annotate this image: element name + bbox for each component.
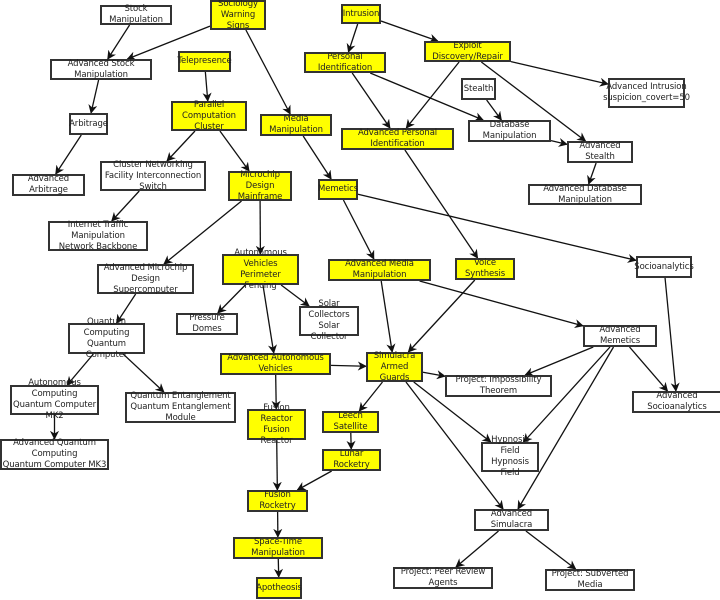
edge-adv-media-to-simulacra (380, 280, 396, 353)
edge-adv-media-to-adv-memetics (419, 280, 584, 329)
edge-personal-id-to-adv-personal-id (351, 72, 391, 129)
edge-adv-personal-id-to-voice-synth (404, 149, 479, 259)
edge-adv-stealth-to-adv-db-manip (587, 162, 597, 185)
tech-node-adv-intrusion[interactable]: Advanced Intrusion suspicion_covert=50 (603, 78, 690, 108)
tech-node-intrusion[interactable]: Intrusion (341, 4, 381, 24)
tech-node-microchip[interactable]: Microchip Design Mainframe (228, 170, 292, 202)
tech-node-apotheosis[interactable]: Apotheosis (256, 577, 302, 599)
tech-node-memetics[interactable]: Memetics (318, 179, 358, 200)
edge-cluster-net-to-internet-traffic (111, 190, 140, 222)
edge-simulacra-to-adv-simulacra (405, 381, 504, 510)
tech-node-adv-stealth[interactable]: Advanced Stealth (567, 141, 633, 163)
tech-node-subverted-media[interactable]: Project: Subverted Media (545, 569, 635, 591)
edge-quantum-to-auto-computing (66, 353, 94, 386)
edge-memetics-to-socioanalytics (357, 193, 637, 263)
edge-socioanalytics-to-adv-socioanalytics (664, 277, 680, 392)
tech-node-adv-socioanalytics[interactable]: Advanced Socioanalytics (632, 391, 720, 413)
tech-node-media-manip[interactable]: Media Manipulation (260, 114, 332, 136)
tech-node-simulacra[interactable]: Simulacra Armed Guards (366, 351, 423, 383)
tech-node-telepresence[interactable]: Telepresence (177, 51, 232, 72)
tech-node-arbitrage[interactable]: Arbitrage (69, 113, 108, 135)
edge-exploit-to-adv-personal-id (405, 61, 460, 129)
edge-exploit-to-adv-stealth (480, 61, 587, 142)
edge-db-manip-to-adv-stealth (550, 138, 568, 147)
tech-node-entanglement[interactable]: Quantum Entanglement Quantum Entanglemen… (125, 391, 236, 423)
tech-node-personal-id[interactable]: Personal Identification (304, 52, 386, 73)
tech-node-parallel[interactable]: Parallel Computation Cluster (171, 100, 247, 132)
edge-arbitrage-to-adv-arbitrage (55, 134, 82, 175)
edge-microchip-to-adv-microchip (163, 200, 242, 265)
edge-memetics-to-adv-media (342, 199, 375, 260)
tech-node-exploit[interactable]: Exploit Discovery/Repair (424, 41, 511, 62)
tech-node-adv-auto-vehicles[interactable]: Advanced Autonomous Vehicles (220, 353, 331, 375)
edge-sociology-to-media-manip (245, 29, 291, 115)
edge-adv-auto-vehicles-to-simulacra (330, 361, 367, 371)
tech-node-adv-arbitrage[interactable]: Advanced Arbitrage (12, 174, 85, 196)
edge-media-manip-to-memetics (302, 135, 332, 180)
tech-node-spacetime[interactable]: Space-Time Manipulation (233, 537, 323, 559)
edge-telepresence-to-parallel (202, 71, 212, 102)
edge-adv-auto-vehicles-to-fusion-reactor (271, 374, 281, 410)
tech-node-stealth[interactable]: Stealth (461, 78, 496, 100)
tech-node-pressure-domes[interactable]: Pressure Domes (176, 313, 238, 335)
edge-intrusion-to-personal-id (346, 23, 359, 53)
edge-adv-memetics-to-hypnosis (523, 346, 611, 443)
edge-adv-microchip-to-quantum (116, 293, 137, 324)
tech-node-cluster-net[interactable]: Cluster Networking Facility Interconnect… (100, 160, 206, 192)
edge-intrusion-to-exploit (380, 20, 439, 43)
tech-node-adv-personal-id[interactable]: Advanced Personal Identification (341, 128, 454, 150)
tech-node-adv-microchip[interactable]: Advanced Microchip Design Supercomputer (97, 263, 194, 295)
edge-adv-memetics-to-impossibility (524, 346, 594, 377)
edge-simulacra-to-impossibility (422, 370, 446, 380)
edge-adv-stock-to-arbitrage (88, 79, 100, 114)
edge-adv-simulacra-to-subverted-media (525, 530, 577, 570)
tech-node-impossibility[interactable]: Project: Impossibility Theorem (445, 375, 552, 397)
edge-sociology-to-adv-stock (126, 25, 211, 61)
tech-node-peer-review[interactable]: Project: Peer Review Agents (393, 567, 493, 589)
tech-node-adv-db-manip[interactable]: Advanced Database Manipulation (528, 184, 642, 205)
tech-node-adv-simulacra[interactable]: Advanced Simulacra (474, 509, 549, 531)
tech-node-db-manip[interactable]: Database Manipulation (468, 120, 551, 142)
tech-node-fusion-rocketry[interactable]: Fusion Rocketry (247, 490, 308, 512)
tech-node-quantum[interactable]: Quantum Computing Quantum Computer (68, 317, 145, 360)
tech-node-adv-quantum[interactable]: Advanced Quantum Computing Quantum Compu… (0, 438, 109, 470)
edge-stock-manipulation-to-adv-stock (107, 24, 131, 60)
edge-auto-vehicles-to-solar (280, 284, 310, 307)
tech-node-lunar[interactable]: Lunar Rocketry (322, 449, 381, 471)
tech-node-socioanalytics[interactable]: Socioanalytics (634, 256, 694, 278)
edge-adv-memetics-to-adv-socioanalytics (629, 346, 669, 392)
tech-node-voice-synth[interactable]: Voice Synthesis (455, 258, 515, 280)
edge-simulacra-to-hypnosis (413, 381, 492, 443)
tech-node-fusion-reactor[interactable]: Fusion Reactor Fusion Reactor (247, 403, 306, 446)
tech-node-auto-computing[interactable]: Autonomous Computing Quantum Computer MK… (10, 378, 99, 421)
edge-adv-simulacra-to-peer-review (455, 530, 499, 568)
edge-auto-vehicles-to-pressure-domes (217, 284, 246, 314)
edge-parallel-to-cluster-net (166, 130, 196, 162)
tech-node-internet-traffic[interactable]: Internet Traffic Manipulation Network Ba… (48, 220, 148, 252)
tech-node-stock-manipulation[interactable]: Stock Manipulation (100, 4, 172, 25)
tech-node-adv-media[interactable]: Advanced Media Manipulation (328, 259, 431, 281)
tech-node-leech[interactable]: Leech Satellite (322, 411, 379, 433)
edge-stealth-to-db-manip (486, 99, 502, 121)
edge-exploit-to-adv-intrusion (510, 60, 609, 87)
edge-lunar-to-fusion-rocketry (296, 470, 332, 491)
tech-node-auto-vehicles[interactable]: Autonomous Vehicles Perimeter Fencing (222, 248, 299, 291)
edge-auto-vehicles-to-adv-auto-vehicles (262, 284, 277, 354)
tech-node-sociology[interactable]: Sociology Warning Signs (210, 0, 266, 31)
edge-quantum-to-entanglement (122, 353, 165, 393)
tech-node-hypnosis[interactable]: Hypnosis Field Hypnosis Field (481, 435, 539, 478)
edge-simulacra-to-leech (358, 381, 384, 412)
tech-node-solar[interactable]: Solar Collectors Solar Collector (299, 299, 359, 342)
tech-node-adv-stock[interactable]: Advanced Stock Manipulation (50, 59, 152, 80)
edge-adv-memetics-to-adv-simulacra (517, 346, 615, 510)
edge-parallel-to-microchip (219, 130, 250, 172)
edge-fusion-reactor-to-fusion-rocketry (272, 439, 282, 491)
edge-personal-id-to-db-manip (369, 72, 484, 122)
tech-node-adv-memetics[interactable]: Advanced Memetics (583, 325, 657, 347)
edge-voice-synth-to-simulacra (407, 279, 476, 353)
